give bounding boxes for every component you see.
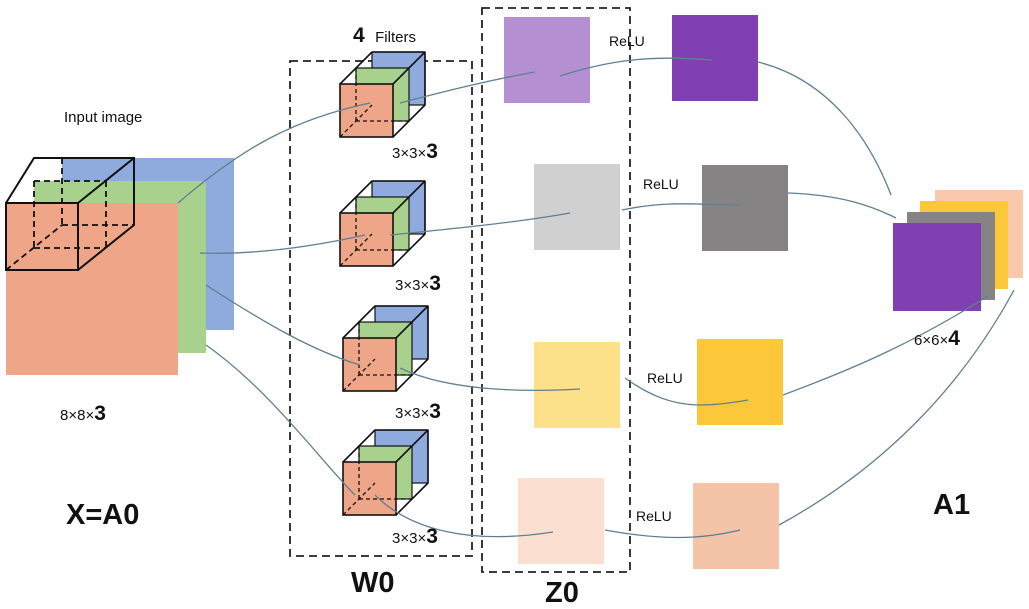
relu-label-4: ReLU — [636, 508, 672, 524]
connector-filter-z0-2 — [389, 212, 571, 236]
output-volume-a1 — [893, 190, 1023, 311]
connector-filter-z0-1 — [399, 71, 536, 104]
filter-4-dims: 3×3×3 — [392, 525, 438, 548]
filter-1-edge-3 — [392, 51, 426, 85]
activated-map-2 — [702, 165, 788, 251]
connector-act-out-2 — [787, 192, 897, 219]
filter-3-edge-3 — [395, 305, 429, 339]
input-channel-red — [6, 203, 178, 375]
output-dims-label: 6×6×4 — [914, 327, 960, 350]
filters-w0 — [339, 51, 429, 516]
filter-2-edge-3 — [392, 180, 426, 214]
filters-count: 4 — [353, 24, 365, 47]
connector-input-filter-2 — [199, 234, 366, 254]
activated-map-4 — [693, 483, 779, 569]
filter-1-hidden-edge-3 — [339, 104, 373, 138]
z0-map-1 — [504, 17, 590, 103]
connector-filter-z0-4 — [374, 494, 554, 538]
w0-label: W0 — [351, 567, 395, 599]
input-receptive-cube-hidden — [5, 158, 134, 271]
connector-act-out-3 — [782, 295, 989, 396]
connector-act-out-4 — [778, 289, 1015, 526]
connector-z0-act-4 — [604, 529, 741, 539]
connector-z0-act-1 — [559, 57, 713, 77]
z0-group-box — [481, 7, 631, 573]
relu-label-3: ReLU — [647, 370, 683, 386]
filter-2-dims: 3×3×3 — [395, 272, 441, 295]
filter-cube-4 — [342, 429, 429, 516]
filter-cube-3 — [342, 305, 429, 392]
z0-map-3 — [534, 342, 620, 428]
a1-label: A1 — [933, 489, 970, 521]
filter-4-edge-3 — [395, 429, 429, 463]
input-volume — [5, 157, 234, 375]
filter-1-dims: 3×3×3 — [392, 140, 438, 163]
relu-label-2: ReLU — [643, 176, 679, 192]
input-image-label: Input image — [64, 109, 142, 126]
connector-filter-z0-3 — [399, 367, 581, 391]
connector-z0-act-3 — [624, 377, 749, 406]
filters-word: Filters — [375, 29, 416, 46]
z0-map-4 — [518, 478, 604, 564]
z0-map-2 — [534, 164, 620, 250]
filter-3-dims: 3×3×3 — [395, 400, 441, 423]
input-dims-label: 8×8×3 — [60, 402, 106, 425]
output-layer-purple — [893, 223, 981, 311]
filter-3-hidden-edge-3 — [342, 358, 376, 392]
filter-2-hidden-edge-3 — [339, 233, 373, 267]
x-a0-label: X=A0 — [66, 499, 139, 531]
connector-act-out-1 — [757, 61, 892, 196]
connector-input-filter-4 — [205, 344, 356, 496]
connector-input-filter-1 — [177, 102, 371, 204]
connectors — [177, 57, 1015, 539]
filter-cube-1 — [339, 51, 426, 138]
filters-heading: 4 Filters — [353, 24, 416, 47]
filter-4-hidden-edge-3 — [342, 482, 376, 516]
connector-input-filter-3 — [205, 284, 361, 366]
activated-map-3 — [697, 339, 783, 425]
relu-label-1: ReLU — [609, 33, 645, 49]
connector-z0-act-2 — [621, 203, 741, 211]
filter-cube-2 — [339, 180, 426, 267]
input-receptive-cube — [5, 157, 135, 271]
z0-label: Z0 — [545, 577, 579, 609]
